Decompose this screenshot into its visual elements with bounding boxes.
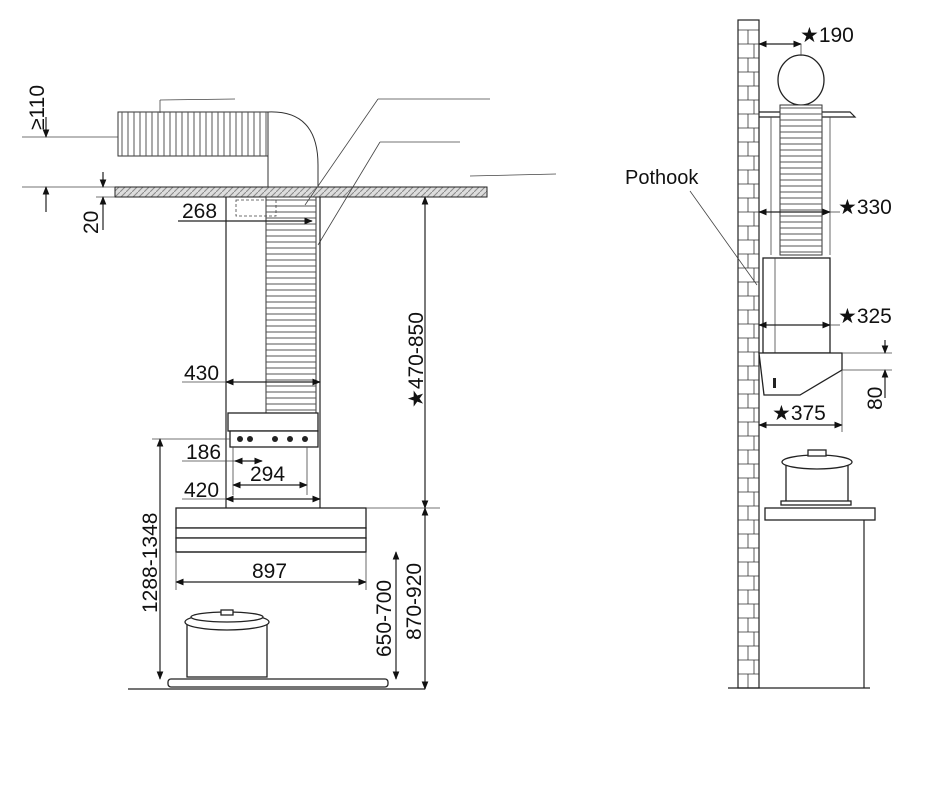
side-counter [764,507,876,521]
hood-canopy [175,507,367,553]
dim-ceiling-thickness: 20 [80,211,103,234]
dim-duct-clearance: ≥110 [26,85,49,130]
side-dim-body-depth: ★325 [838,305,892,328]
dim-chimney-width: 430 [184,362,219,385]
side-view: Pothook ★190 ★330 ★325 80 ★375 [625,19,892,689]
motor-body [227,412,319,432]
dim-hood-width: 897 [252,560,287,583]
dim-duct-offset: 268 [182,200,217,223]
dim-chimney-height: ★470-850 [405,312,428,408]
dim-body-width: 420 [184,479,219,502]
side-body [762,257,831,354]
dim-hob-clearance: 650-700 [373,580,396,657]
pothook-label: Pothook [625,167,699,189]
side-dim-chimney-depth: ★330 [838,196,892,219]
brick-wall [737,19,760,689]
side-dim-hood-depth: ★375 [772,402,826,425]
hob [167,678,389,688]
duct-outlet [777,54,825,106]
pot [184,609,270,678]
ceiling-slab [114,186,488,198]
flex-duct-vertical [265,196,317,414]
side-pot [780,449,853,506]
dim-bracket-outer: 294 [250,463,285,486]
side-canopy [758,352,843,396]
dim-counter-height: 870-920 [403,563,426,640]
side-dim-hood-height: 80 [864,387,887,410]
side-dim-duct-offset: ★190 [800,24,854,47]
dim-total-height: 1288-1348 [139,513,162,613]
dim-bracket-inner: 186 [186,441,221,464]
front-view: ≥110 20 268 430 186 294 420 897 [22,85,557,690]
flex-duct-horizontal [117,111,319,188]
